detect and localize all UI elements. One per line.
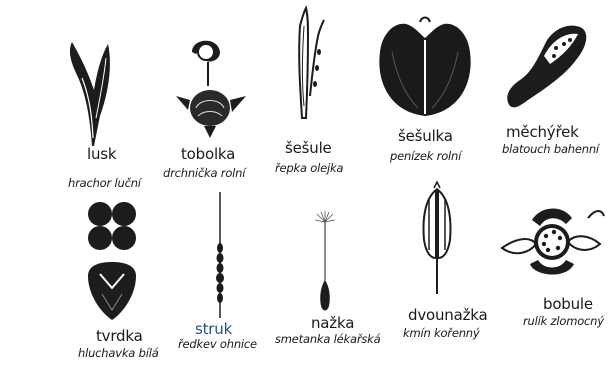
achene-icon (305, 210, 345, 315)
schizocarp-icon (412, 186, 462, 298)
fruit-name: tobolka (181, 145, 235, 163)
berry-icon (496, 198, 606, 288)
fruit-species: drchnička rolní (163, 166, 245, 180)
fruit-species: kmín kořenný (403, 326, 479, 340)
fruit-name: šešulka (398, 127, 453, 145)
fruit-name: tvrdka (96, 327, 143, 345)
fruit-species: hrachor luční (68, 176, 141, 190)
fruit-name: šešule (285, 139, 332, 157)
silicle-icon (370, 12, 480, 122)
fruit-name: nažka (311, 314, 354, 332)
fruit-species: rulík zlomocný (523, 314, 604, 328)
fruit-species: ředkev ohnice (178, 337, 257, 351)
capsule-icon (170, 30, 250, 140)
legume-pod-icon (60, 38, 130, 148)
fruit-name: měchýřek (506, 123, 579, 141)
fruit-species: smetanka lékařská (275, 332, 380, 346)
fruit-name: lusk (87, 145, 116, 163)
lomentum-icon (200, 190, 240, 320)
fruit-name: struk (195, 320, 232, 338)
silique-icon (280, 6, 330, 121)
fruit-name: dvounažka (408, 306, 487, 324)
fruit-species: blatouch bahenní (502, 142, 599, 156)
fruit-species: penízek rolní (390, 149, 461, 163)
follicle-icon (498, 18, 593, 113)
nutlet-icon (78, 198, 148, 326)
fruit-species: řepka olejka (275, 161, 343, 175)
fruit-name: bobule (543, 295, 593, 313)
fruit-species: hluchavka bílá (78, 346, 159, 360)
